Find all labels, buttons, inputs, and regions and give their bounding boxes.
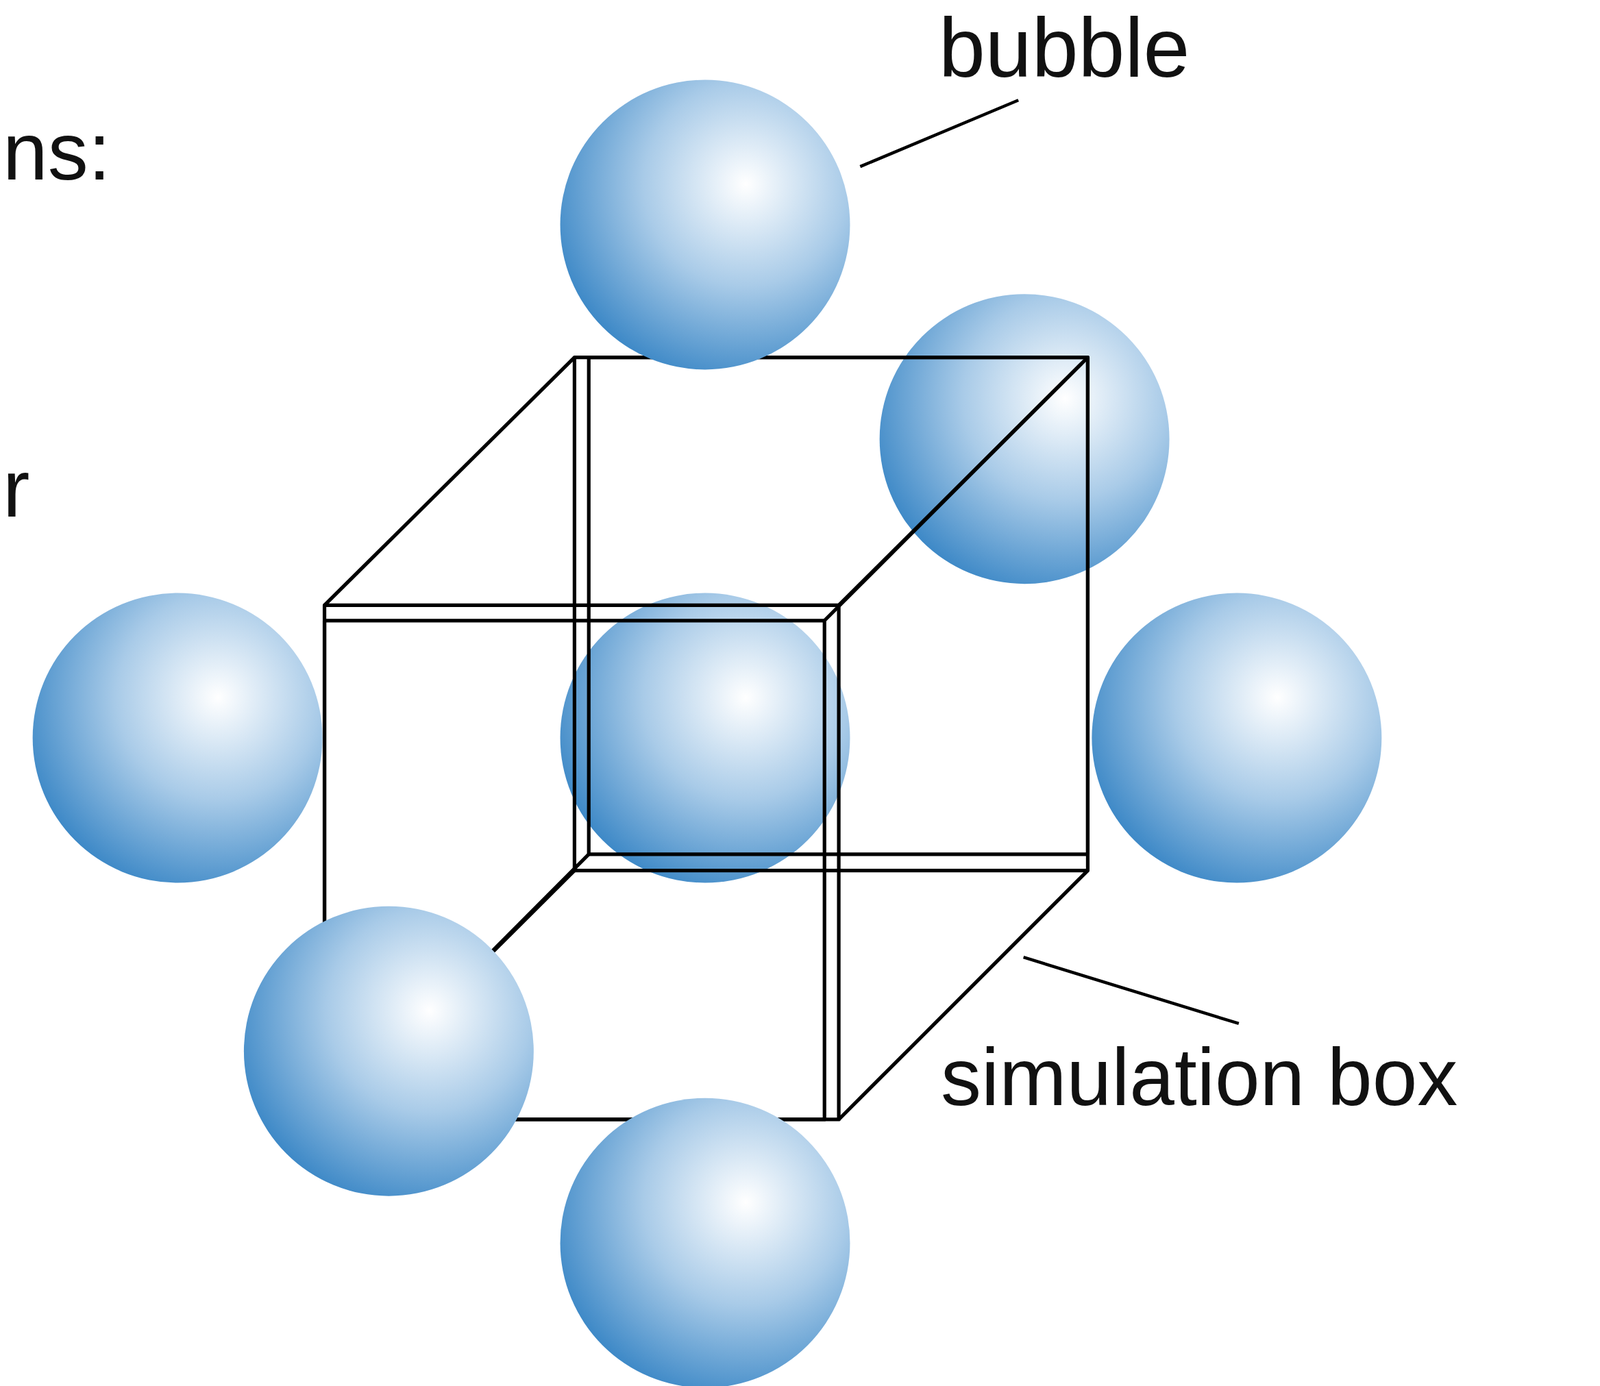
bubble — [879, 293, 1170, 584]
bubble — [560, 1098, 851, 1386]
leader-line — [859, 100, 1019, 167]
bubble — [243, 906, 534, 1197]
bubble — [32, 593, 323, 884]
cropped-text: r — [2, 448, 30, 529]
bubble — [560, 593, 851, 884]
bubble — [1091, 593, 1382, 884]
callout-label: bubble — [938, 6, 1190, 90]
leader-line — [1023, 957, 1239, 1024]
cropped-text: ns: — [2, 111, 111, 192]
bubble — [560, 80, 851, 371]
callout-label: simulation box — [940, 1036, 1458, 1118]
